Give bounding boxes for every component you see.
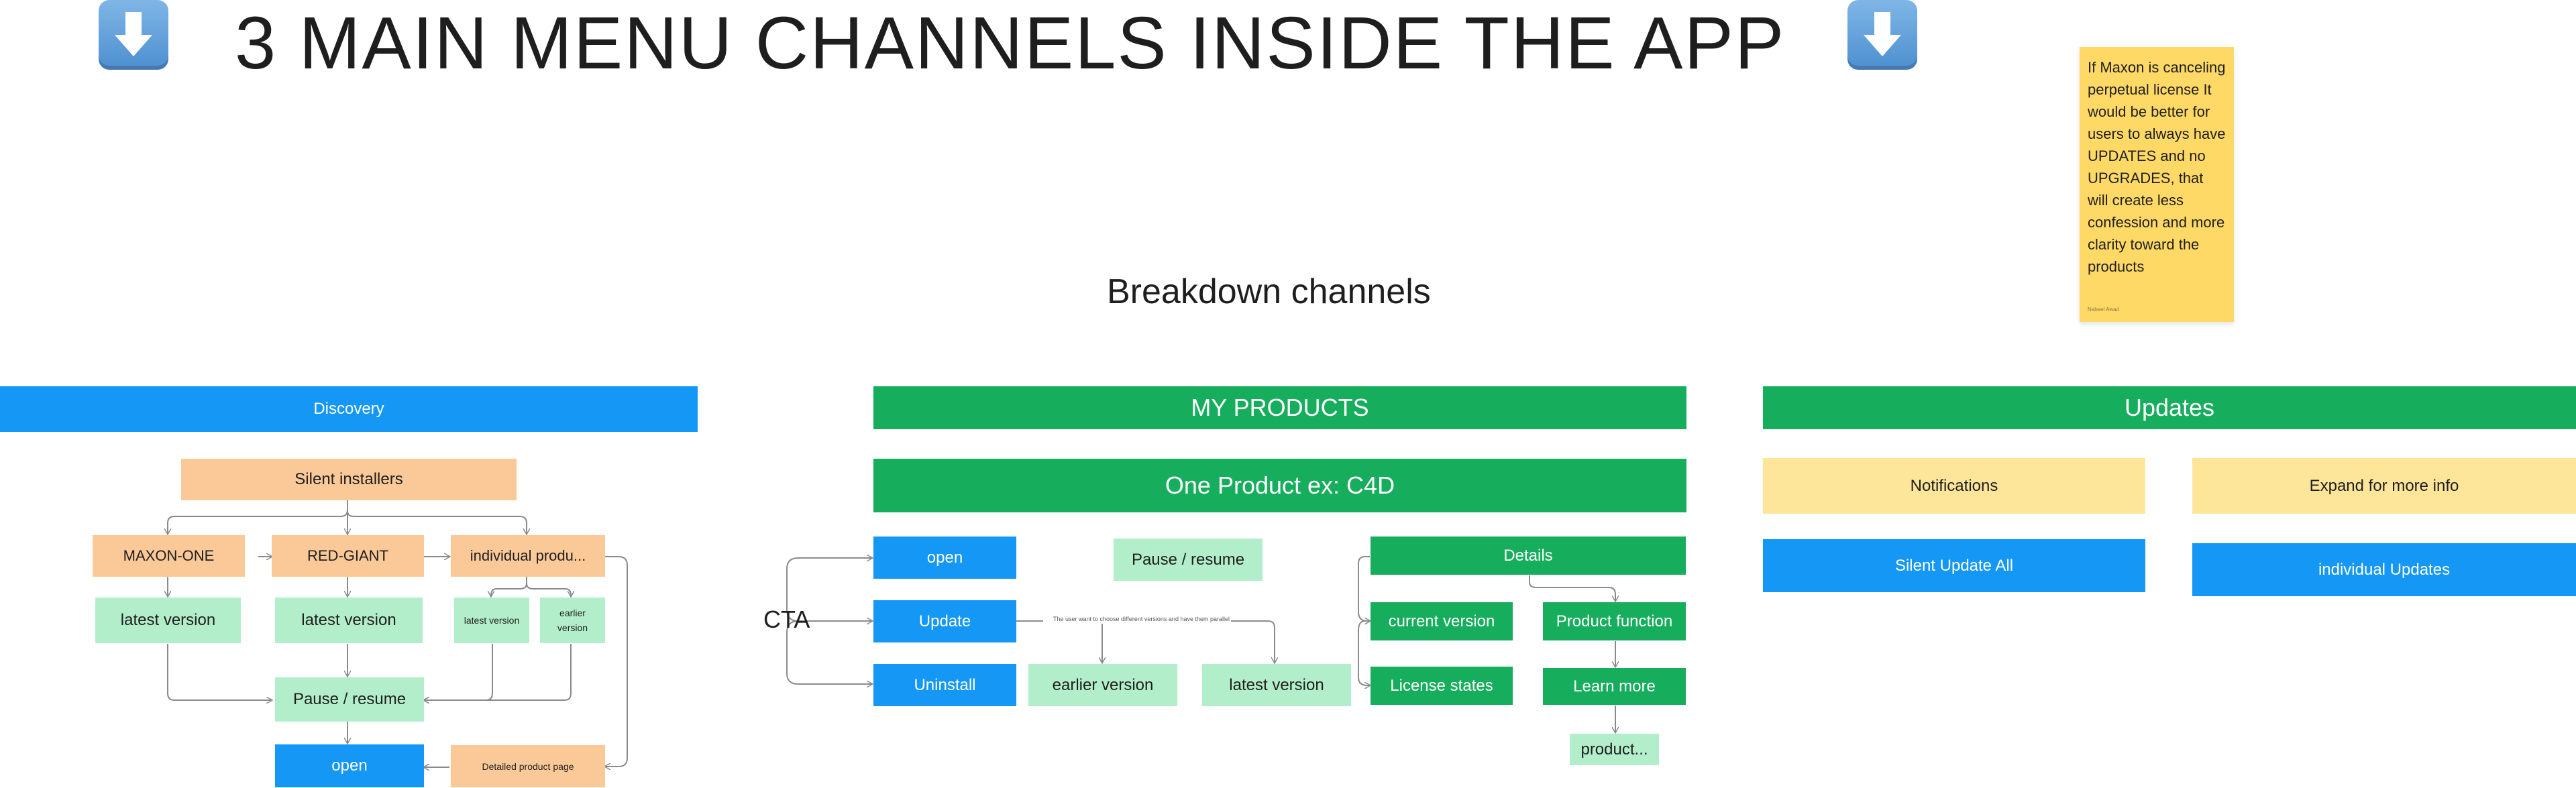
sticky-note[interactable]: If Maxon is canceling perpetual license … (2080, 47, 2234, 322)
sticky-note-text: If Maxon is canceling perpetual license … (2088, 59, 2226, 275)
silent-installers[interactable]: Silent installers (181, 459, 517, 500)
sticky-note-author: Nabeel Awad (2088, 306, 2119, 313)
earlier-version-individual[interactable]: earlier version (540, 598, 605, 643)
pause-resume[interactable]: Pause / resume (1114, 539, 1263, 581)
pause-resume[interactable]: Pause / resume (275, 677, 424, 722)
parallel-versions-note: The user want to choose different versio… (1053, 616, 1230, 622)
learn-more[interactable]: Learn more (1543, 668, 1686, 705)
updates-header[interactable]: Updates (1763, 386, 2576, 429)
my-products-header[interactable]: MY PRODUCTS (873, 386, 1686, 429)
red-giant[interactable]: RED-GIANT (272, 535, 424, 577)
discovery-header[interactable]: Discovery (0, 386, 698, 432)
notifications[interactable]: Notifications (1763, 458, 2145, 514)
latest-version-red-giant[interactable]: latest version (275, 598, 423, 643)
detailed-product-page[interactable]: Detailed product page (451, 745, 605, 787)
cta-label: CTA (763, 606, 810, 633)
individual-updates-button[interactable]: individual Updates (2192, 543, 2576, 596)
latest-version-maxon[interactable]: latest version (95, 598, 241, 643)
expand-more-info[interactable]: Expand for more info (2192, 458, 2576, 514)
latest-version-individual[interactable]: latest version (454, 598, 529, 643)
uninstall-button[interactable]: Uninstall (873, 664, 1016, 706)
latest-version[interactable]: latest version (1202, 664, 1351, 706)
product-function[interactable]: Product function (1543, 602, 1686, 640)
page-title: 3 MAIN MENU CHANNELS INSIDE THE APP (235, 2, 1786, 85)
details-button[interactable]: Details (1371, 537, 1686, 575)
product-more[interactable]: product... (1570, 734, 1659, 765)
earlier-version[interactable]: earlier version (1028, 664, 1177, 706)
down-arrow-icon (1847, 0, 1917, 70)
maxon-one[interactable]: MAXON-ONE (93, 535, 245, 577)
section-subtitle: Breakdown channels (1107, 272, 1431, 311)
one-product-card[interactable]: One Product ex: C4D (873, 459, 1686, 512)
down-arrow-icon (99, 0, 168, 70)
open-button[interactable]: open (275, 744, 424, 787)
current-version[interactable]: current version (1371, 602, 1513, 640)
open-button[interactable]: open (873, 537, 1016, 579)
individual-products[interactable]: individual produ... (451, 535, 605, 577)
license-states[interactable]: License states (1371, 667, 1513, 705)
update-button[interactable]: Update (873, 600, 1016, 642)
silent-update-all-button[interactable]: Silent Update All (1763, 539, 2145, 592)
